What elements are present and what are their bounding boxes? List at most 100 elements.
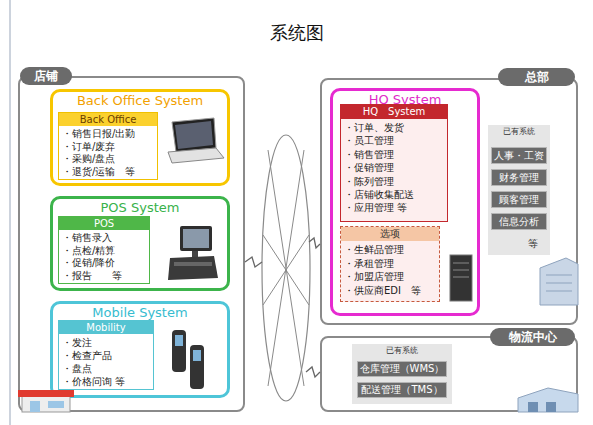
card-header: Back Office [59,113,157,126]
card-item: ・销售管理 [344,148,394,161]
card-item: ・点检/精算 [62,245,115,258]
zone-group: 店铺Back Office SystemBack Office・销售日报/出勤・… [18,76,245,412]
network-line [263,235,309,305]
warehouse-door [528,402,538,412]
card-item: ・加盟店管理 [344,270,404,284]
pos-base [168,256,218,280]
module-card: HQ System・订单、发货・员工管理・销售管理・促销管理・陈列管理・店铺收集… [340,104,448,222]
card-item: ・促销/降价 [62,257,115,270]
server-icon [450,255,472,301]
existing-system-panel: 已有系统等 人事・工资财务管理顾客管理信息分析 [488,125,550,255]
system-chip: 仓库管理（WMS） [357,361,447,377]
zone-group: 物流中心已有系统仓库管理（WMS）配送管理（TMS） [320,336,578,412]
pos-screen [183,229,209,248]
building-window-row [546,291,572,292]
diagram-title: 系统图 [0,22,593,44]
card-item: ・销售录入 [62,232,112,245]
card-header: HQ System [341,105,447,119]
zone-tab: 物流中心 [490,328,575,346]
store-building-icon [18,390,74,412]
card-item: ・承租管理 [344,257,394,271]
zone-group: 总部HQ SystemHQ System・订单、发货・员工管理・销售管理・促销管… [320,78,578,325]
card-item: ・发注 [62,336,92,349]
module-card: Back Office・销售日报/出勤・订单/废弃・采购/盘点・退货/运输 等 [58,112,158,180]
system-chip: 配送管理（TMS） [357,382,447,398]
server-case [450,255,472,301]
chip-label: 人事・工资 [492,148,546,163]
system-box: Mobile SystemMobility ・发注・检查产品・盘点・价格问询 等 [50,301,230,398]
system-heading: POS System [53,200,227,216]
card-item: ・订单、发货 [344,121,404,134]
warehouse-door [546,402,556,412]
card-item: ・检查产品 [62,349,112,362]
card-item: ・盘点 [62,362,92,375]
system-chip: 信息分析 [491,213,547,230]
system-box: POS SystemPOS ・销售录入・点检/精算・促销/降价・报告 等 [50,196,230,291]
existing-system-panel: 已有系统仓库管理（WMS）配送管理（TMS） [352,344,452,404]
laptop-lid [172,118,216,152]
chip-label: 仓库管理（WMS） [358,362,446,376]
card-item: ・店铺收集配送 [344,188,414,201]
card-header: POS [59,217,149,230]
pos-screen-frame [180,226,212,251]
warehouse-icon [518,388,578,412]
network-ellipse [262,135,310,401]
chip-label: 财务管理 [492,170,546,185]
warehouse-body [518,388,578,412]
network-cloud [262,135,310,401]
card-item: ・报告 等 [62,270,122,283]
card-item: ・陈列管理 [344,175,394,188]
system-heading: Mobile System [53,305,227,321]
system-box: HQ SystemHQ System・订单、发货・员工管理・销售管理・促销管理・… [330,88,480,316]
link-bolt [245,257,262,267]
office-building-icon [540,258,578,305]
system-box: Back Office SystemBack Office・销售日报/出勤・订单… [50,89,230,186]
pos-stand [192,251,198,257]
system-heading: Back Office System [53,93,227,109]
card-item: ・生鲜品管理 [344,243,404,257]
store-window [48,401,64,408]
module-card: 选项・生鲜品管理・承租管理・加盟店管理・供应商EDI 等 [340,226,440,302]
panel-heading: 已有系统 [488,127,550,137]
server-bay [453,277,469,278]
chip-label: 顾客管理 [492,192,546,207]
pos-terminal-icon [168,226,218,280]
card-item: ・供应商EDI 等 [344,284,421,298]
card-header: Mobility [59,321,153,334]
link-bolt [306,367,320,377]
card-item: ・退货/运输 等 [62,166,135,179]
card-item: ・采购/盘点 [62,153,115,166]
card-item: ・价格问询 等 [62,375,125,388]
network-line [268,150,304,386]
pos-slot [174,262,212,266]
handheld-screen [193,350,201,361]
card-item: ・员工管理 [344,134,394,147]
link-bolt [309,238,320,248]
store-door [30,401,40,412]
handheld-screen [175,335,183,346]
module-card: Mobility ・发注・检查产品・盘点・价格问询 等 [58,320,154,390]
chip-label: 配送管理（TMS） [358,383,446,397]
building-window-row [546,283,572,284]
laptop-screen [175,121,213,149]
card-item: ・应用管理 等 [344,201,407,214]
card-item: ・销售日报/出勤 [62,128,135,141]
network-line [263,235,309,305]
network-line [268,150,304,386]
card-header: 选项 [341,227,439,241]
server-bay [453,263,469,264]
zone-tab: 总部 [498,68,575,86]
page-rule [10,0,11,425]
building-window-row [546,275,572,276]
system-chip: 财务管理 [491,169,547,186]
handheld-body [172,330,186,372]
module-card: POS ・销售录入・点检/精算・促销/降价・报告 等 [58,216,150,284]
server-bay [453,270,469,271]
handheld-icon [172,330,204,389]
panel-note: 等 [528,238,538,250]
building-body [540,258,578,305]
store-wall [22,396,70,412]
system-chip: 人事・工资 [491,147,547,164]
laptop-base [168,148,224,163]
